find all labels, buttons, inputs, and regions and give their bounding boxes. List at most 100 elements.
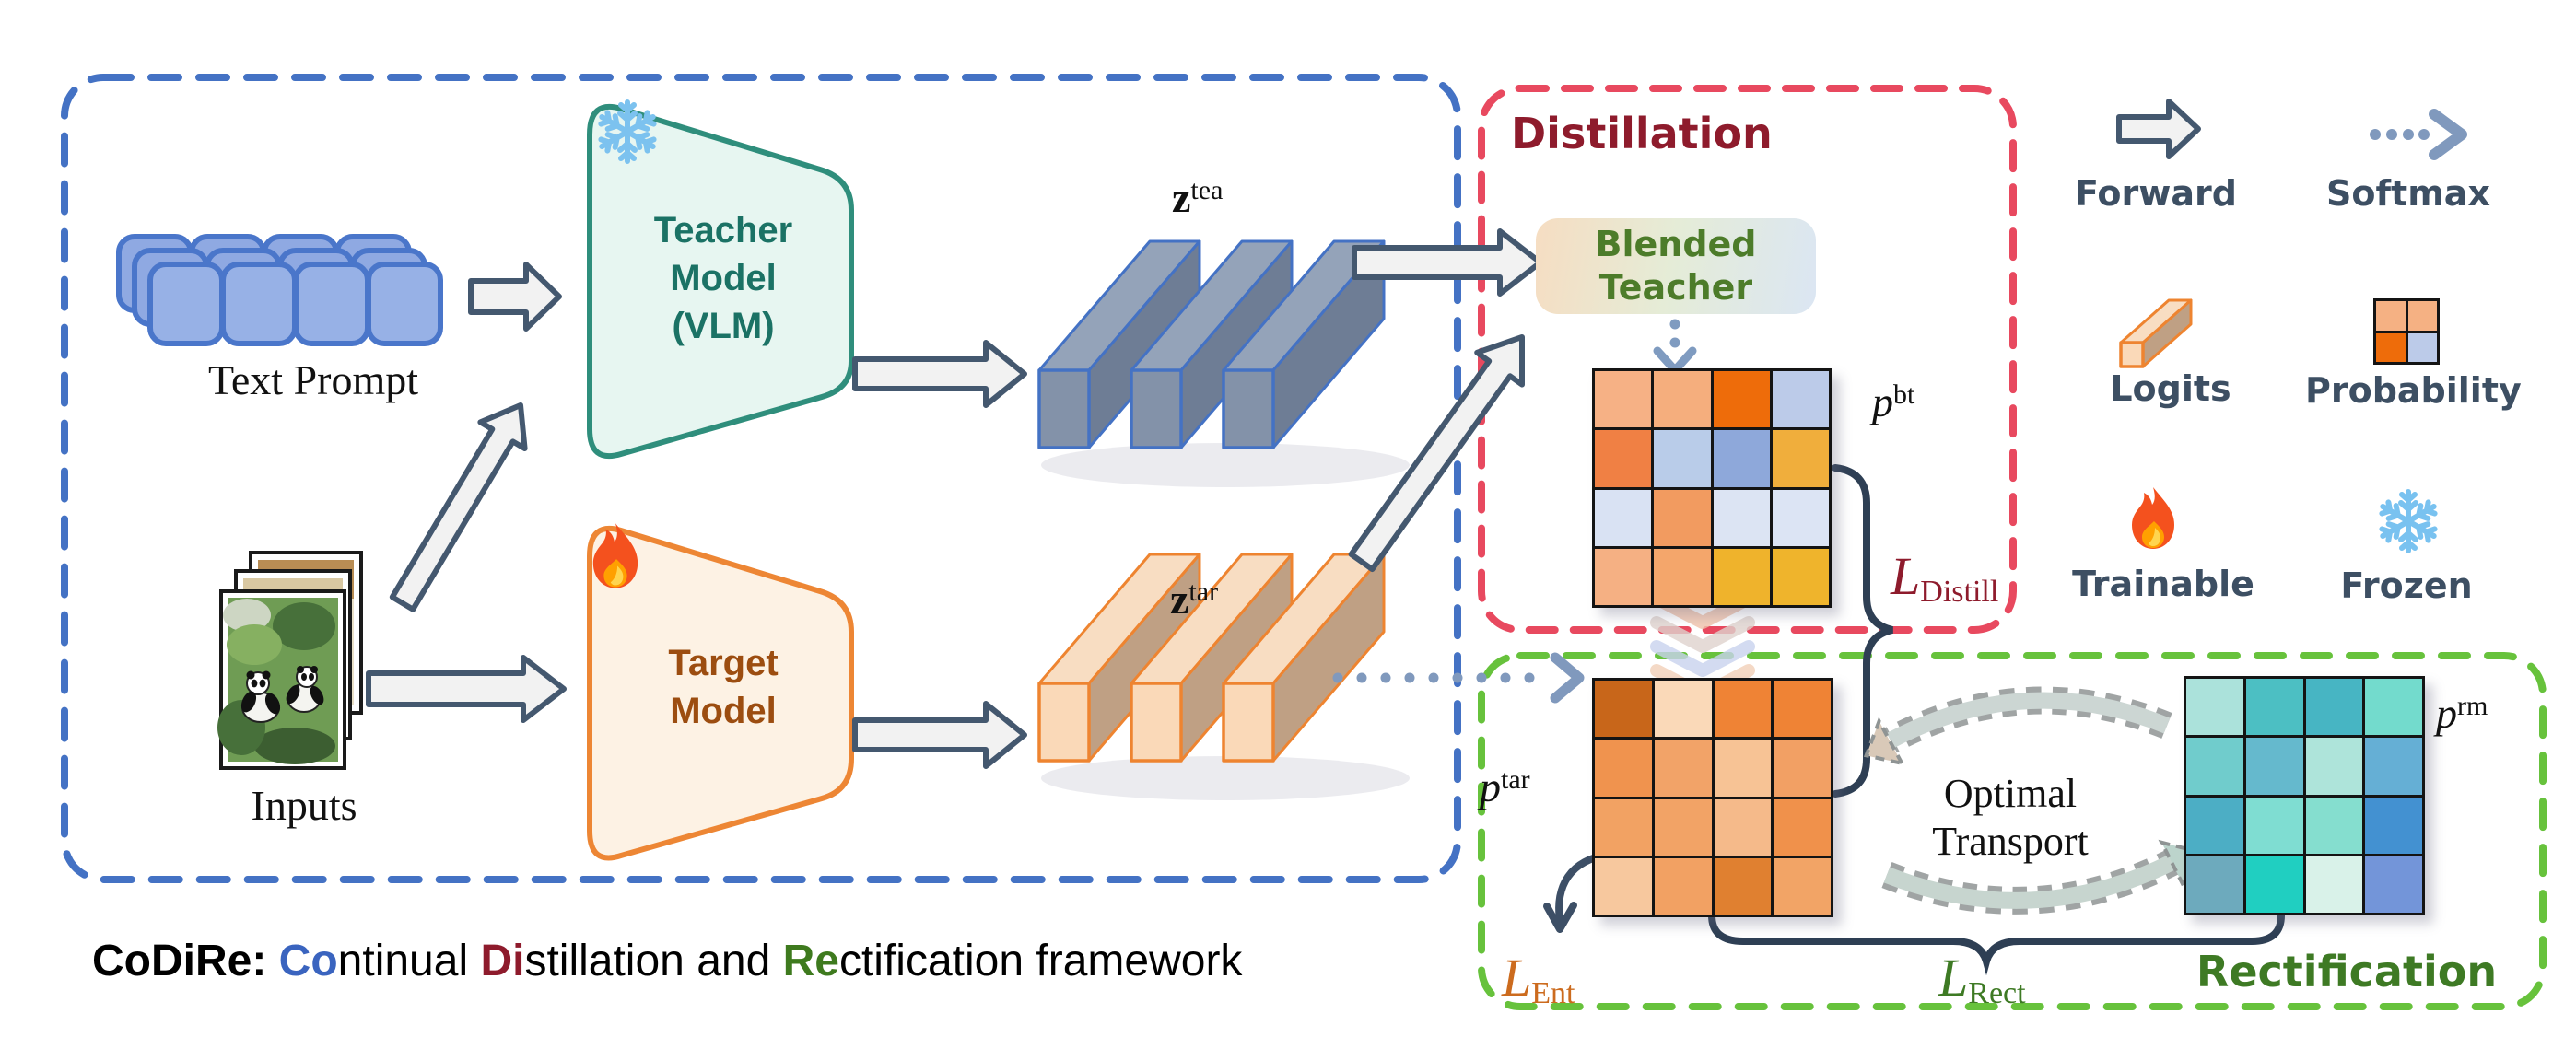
matrix-cell bbox=[2305, 856, 2363, 913]
matrix-cell bbox=[1654, 798, 1712, 856]
block-arrow bbox=[852, 701, 1027, 769]
photo-front-panda bbox=[217, 589, 346, 770]
teacher-model-shape bbox=[587, 104, 854, 460]
matrix-cell bbox=[2365, 738, 2422, 795]
matrix-cell bbox=[1713, 489, 1770, 546]
snowflake-icon-teacher bbox=[598, 99, 657, 164]
loss-ent-label: LEnt bbox=[1502, 948, 1575, 1010]
matrix-cell bbox=[1595, 857, 1652, 915]
caption-segment: Co bbox=[278, 937, 338, 985]
matrix-cell bbox=[2365, 797, 2422, 854]
p-tar-matrix bbox=[1592, 678, 1833, 917]
p-rm-label: prm bbox=[2436, 690, 2488, 737]
matrix-cell bbox=[1595, 548, 1652, 605]
teacher-model-label: Teacher Model (VLM) bbox=[653, 210, 793, 346]
matrix-cell bbox=[2305, 738, 2363, 795]
block-arrow bbox=[2116, 99, 2201, 159]
legend-forward-label: Forward bbox=[2075, 173, 2237, 214]
rectification-dashed-box bbox=[1478, 652, 2547, 1010]
loss-distill-label: LDistill bbox=[1891, 546, 1999, 609]
matrix-cell bbox=[1714, 681, 1772, 738]
matrix-cell bbox=[1713, 548, 1770, 605]
flame-icon-target bbox=[592, 523, 638, 588]
matrix-cell bbox=[2186, 797, 2243, 854]
matrix-cell bbox=[1774, 798, 1831, 856]
z-tar-label: ztar bbox=[1170, 576, 1219, 623]
block-arrow bbox=[366, 655, 567, 723]
matrix-cell bbox=[2376, 332, 2406, 362]
matrix-cell bbox=[2245, 797, 2303, 854]
matrix-cell bbox=[2186, 738, 2243, 795]
matrix-cell bbox=[1713, 430, 1770, 487]
text-prompt-tokens bbox=[116, 234, 443, 346]
p-bt-matrix bbox=[1592, 368, 1832, 608]
optimal-transport-label: Optimal Transport bbox=[1932, 771, 2089, 864]
matrix-cell bbox=[2407, 332, 2437, 362]
p-rm-matrix bbox=[2184, 676, 2425, 915]
text-prompt-label: Text Prompt bbox=[207, 356, 419, 403]
matrix-cell bbox=[1595, 371, 1652, 428]
ztar-logits-beams bbox=[1037, 553, 1386, 763]
matrix-cell bbox=[2407, 301, 2437, 331]
caption-segment: Re bbox=[782, 937, 839, 985]
rectification-title: Rectification bbox=[2195, 947, 2498, 996]
z-tea-label: ztea bbox=[1172, 174, 1224, 221]
matrix-cell bbox=[1774, 740, 1831, 797]
matrix-cell bbox=[1772, 489, 1829, 546]
blue-dashed-box bbox=[61, 74, 1461, 883]
matrix-cell bbox=[1714, 857, 1772, 915]
block-arrow bbox=[852, 340, 1027, 408]
matrix-cell bbox=[1654, 548, 1711, 605]
probability-legend-icon bbox=[2373, 298, 2440, 365]
matrix-cell bbox=[2365, 679, 2422, 736]
matrix-cell bbox=[1654, 430, 1711, 487]
blended-teacher-box: Blended Teacher bbox=[1536, 218, 1816, 314]
matrix-cell bbox=[1713, 371, 1770, 428]
matrix-cell bbox=[2245, 856, 2303, 913]
matrix-cell bbox=[2376, 301, 2406, 331]
token-tab bbox=[366, 262, 443, 346]
matrix-cell bbox=[1595, 430, 1652, 487]
figure-caption: CoDiRe: Continual Distillation and Recti… bbox=[92, 936, 1242, 986]
distill-brace bbox=[1832, 464, 1894, 798]
legend-frozen-label: Frozen bbox=[2340, 565, 2473, 606]
legend-softmax-label: Softmax bbox=[2326, 173, 2490, 214]
p-bt-label: pbt bbox=[1872, 379, 1915, 425]
matrix-cell bbox=[1654, 857, 1712, 915]
ztar-shadow bbox=[1041, 756, 1410, 800]
caption-segment: Di bbox=[480, 937, 525, 985]
block-arrow bbox=[1352, 228, 1543, 297]
matrix-cell bbox=[1595, 740, 1652, 797]
matrix-cell bbox=[2245, 738, 2303, 795]
token-tab bbox=[147, 262, 225, 346]
matrix-cell bbox=[1595, 681, 1652, 738]
ztea-shadow bbox=[1041, 443, 1410, 487]
matrix-cell bbox=[1654, 371, 1711, 428]
caption-segment: ntinual bbox=[337, 937, 481, 985]
matrix-cell bbox=[1772, 430, 1829, 487]
target-model-label: Target Model bbox=[668, 643, 779, 731]
p-tar-label: ptar bbox=[1480, 763, 1530, 810]
matrix-cell bbox=[2245, 679, 2303, 736]
loss-rect-label: LRect bbox=[1938, 948, 2026, 1010]
rect-brace bbox=[1708, 912, 2285, 976]
optimal-transport-arrow-left bbox=[1863, 686, 2172, 766]
legend-logits-label: Logits bbox=[2110, 368, 2231, 409]
caption-segment: stillation and bbox=[524, 937, 783, 985]
matrix-cell bbox=[2305, 797, 2363, 854]
legend-trainable-label: Trainable bbox=[2072, 564, 2254, 604]
forward-arrows bbox=[366, 99, 2201, 769]
matrix-cell bbox=[1654, 489, 1711, 546]
token-tab bbox=[293, 262, 370, 346]
softmax-legend-icon bbox=[2370, 109, 2467, 160]
snowflake-legend-icon bbox=[2379, 489, 2438, 553]
matrix-cell bbox=[1595, 798, 1652, 856]
softmax-down-arrow bbox=[1653, 319, 1697, 375]
matrix-cell bbox=[1774, 857, 1831, 915]
inputs-to-teacher-arrow bbox=[389, 402, 528, 612]
legend-probability-label: Probability bbox=[2305, 370, 2522, 411]
matrix-cell bbox=[1714, 798, 1772, 856]
block-arrow bbox=[468, 262, 562, 332]
